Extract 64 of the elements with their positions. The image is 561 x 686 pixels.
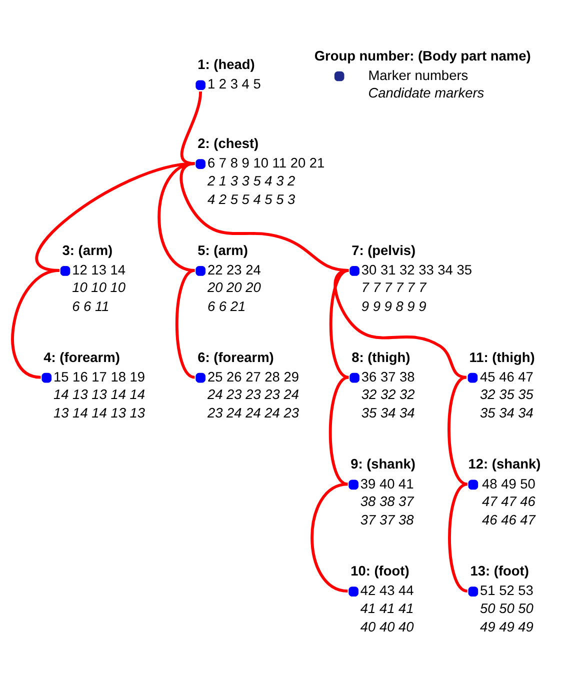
node-label: 1: (head)	[198, 57, 255, 72]
node-label: 51 52 53	[480, 583, 534, 598]
node-label: 2: (chest)	[198, 136, 259, 152]
node-label: 39 40 41	[360, 476, 414, 492]
node-label: 13 14 14 13 13	[53, 406, 146, 421]
connector	[158, 162, 195, 272]
node-label: 25 26 27 28 29	[207, 369, 299, 384]
connector	[310, 482, 348, 593]
node-label: 10: (foot)	[350, 564, 410, 579]
node-label: 47 47 46	[482, 494, 536, 509]
connector	[180, 91, 202, 166]
connector	[36, 162, 195, 272]
node-label: 8: (thigh)	[352, 350, 410, 365]
node-label: 4: (forearm)	[44, 350, 120, 365]
node-label: 7: (pelvis)	[352, 242, 416, 258]
node-label: 48 49 50	[482, 476, 536, 492]
node-label: 2 1 3 3 5 4 3 2	[207, 173, 296, 188]
node-label: 10 10 10	[72, 280, 126, 296]
connector	[11, 268, 60, 379]
node-label: 12 13 14	[72, 262, 126, 278]
legend-label: Marker numbers	[368, 68, 468, 83]
node-label: 41 41 41	[360, 600, 414, 616]
connector	[334, 268, 466, 379]
node-label: 5: (arm)	[198, 242, 248, 258]
node-label: 4 2 5 5 4 5 5 3	[207, 192, 296, 207]
node-label: 14 13 13 14 14	[53, 387, 146, 402]
node-label: 23 24 24 24 23	[207, 406, 299, 421]
node-label: 7 7 7 7 7 7	[361, 280, 426, 296]
node-label: 11: (thigh)	[469, 350, 535, 365]
node-label: 40 40 40	[360, 619, 414, 634]
node-label: 36 37 38	[361, 369, 415, 384]
node-label: 6 6 21	[207, 298, 246, 314]
node-label: 6 6 11	[72, 298, 110, 314]
node-label: 9: (shank)	[350, 456, 416, 472]
node-label: 1 2 3 4 5	[207, 76, 261, 92]
node-label: 15 16 17 18 19	[53, 369, 146, 384]
connector	[448, 482, 468, 592]
node-label: 42 43 44	[360, 583, 414, 598]
node-label: 37 37 38	[360, 512, 414, 528]
connector	[175, 269, 196, 379]
connector	[329, 269, 350, 379]
node-label: 49 49 49	[480, 619, 534, 634]
legend-label: Candidate markers	[368, 86, 484, 101]
node-label: 12: (shank)	[468, 456, 541, 472]
legend-label: Group number: (Body part name)	[314, 48, 531, 64]
node-label: 9 9 9 8 9 9	[361, 298, 426, 314]
node-label: 38 38 37	[360, 494, 414, 509]
node-label: 32 35 35	[480, 387, 534, 402]
node-label: 30 31 32 33 34 35	[361, 262, 472, 278]
node-label: 24 23 23 23 24	[207, 387, 299, 402]
node-label: 32 32 32	[361, 387, 415, 402]
connector	[448, 376, 468, 486]
node-label: 6 7 8 9 10 11 20 21	[207, 156, 325, 171]
node-label: 6: (forearm)	[198, 350, 274, 365]
node-label: 50 50 50	[480, 600, 534, 616]
node-label: 35 34 34	[361, 406, 415, 421]
node-label: 46 46 47	[482, 512, 536, 528]
node-label: 3: (arm)	[62, 242, 113, 258]
connector	[328, 376, 350, 486]
node-label: 22 23 24	[207, 262, 261, 278]
node-label: 45 46 47	[480, 369, 534, 384]
node-label: 35 34 34	[480, 406, 534, 421]
node-label: 13: (foot)	[470, 564, 529, 579]
node-label: 20 20 20	[207, 280, 261, 296]
